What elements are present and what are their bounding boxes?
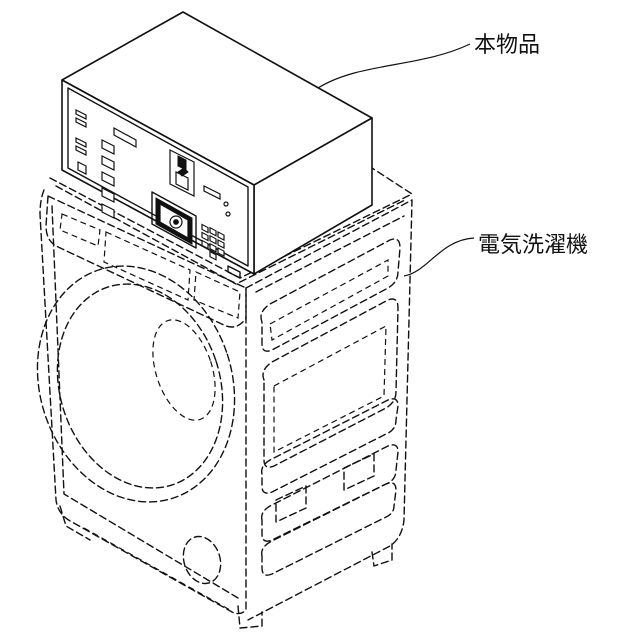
washer-leader-line xyxy=(404,238,474,276)
product-box xyxy=(62,12,372,278)
washer-door-glass-highlight xyxy=(141,312,226,428)
washer-front-inner xyxy=(52,206,238,598)
washer-side-handle-left xyxy=(276,486,306,522)
washer-label: 電気洗濯機 xyxy=(478,233,588,258)
selection-button[interactable] xyxy=(102,204,114,218)
status-dot xyxy=(224,202,228,206)
status-dot xyxy=(226,212,230,216)
washer-foot-front xyxy=(238,606,262,628)
washer-side-rib-4 xyxy=(262,445,398,541)
washer-filter-cover xyxy=(177,532,226,589)
washer-dial-panel xyxy=(194,272,240,318)
product-label: 本物品 xyxy=(474,33,540,58)
washer-side-rib-2 xyxy=(263,299,398,467)
product-leader-line xyxy=(318,44,470,88)
key-lock-core-icon xyxy=(174,220,179,225)
washer-base-line xyxy=(84,528,230,610)
washer-side-handle-right xyxy=(344,454,374,490)
washer-detergent-slot xyxy=(60,214,100,246)
washer-door-outer xyxy=(8,240,265,528)
washer-side-rib-3 xyxy=(262,399,398,493)
washer-door-inner xyxy=(32,262,248,509)
washer-side-rib-2-inner xyxy=(274,326,386,452)
